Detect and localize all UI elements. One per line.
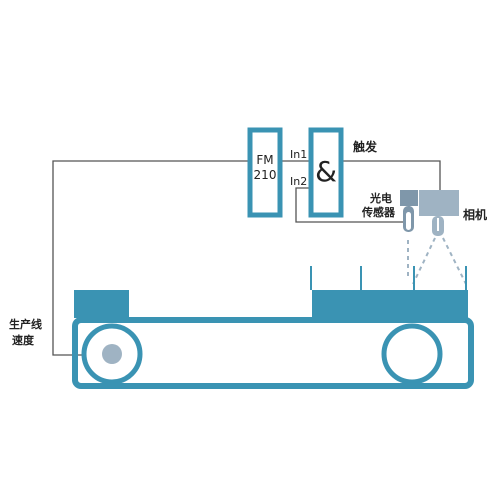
fm210-label-line1: FM — [256, 153, 274, 167]
input2-label: In2 — [290, 175, 308, 188]
fm210-box — [247, 127, 283, 218]
camera-label: 相机 — [463, 208, 488, 222]
trigger-label: 触发 — [353, 140, 378, 154]
right-pulley — [381, 323, 443, 385]
sensor-label-line2: 传感器 — [362, 206, 395, 219]
camera-view-lines — [412, 237, 467, 285]
speed-label-line1: 生产线 — [9, 318, 42, 331]
photoelectric-sensor — [400, 190, 418, 232]
sensor-label: 光电 传感器 — [362, 192, 395, 220]
speed-label-line2: 速度 — [12, 334, 34, 347]
speed-label: 生产线 速度 — [9, 317, 42, 349]
wire-speed-to-fm — [52, 160, 250, 356]
and-symbol: & — [315, 155, 337, 188]
product-row-right — [312, 290, 468, 318]
input1-label: In1 — [290, 148, 308, 161]
sensor-label-line1: 光电 — [370, 192, 392, 205]
conveyor-belt — [72, 317, 474, 389]
wire-trigger-to-camera — [340, 160, 441, 190]
product-dividers — [310, 266, 467, 290]
and-gate-box — [308, 127, 344, 218]
camera — [419, 190, 459, 236]
fm210-label-line2: 210 — [253, 168, 277, 182]
fm210-label: FM 210 — [251, 153, 279, 183]
product-left — [74, 290, 129, 318]
speed-encoder — [102, 344, 122, 364]
